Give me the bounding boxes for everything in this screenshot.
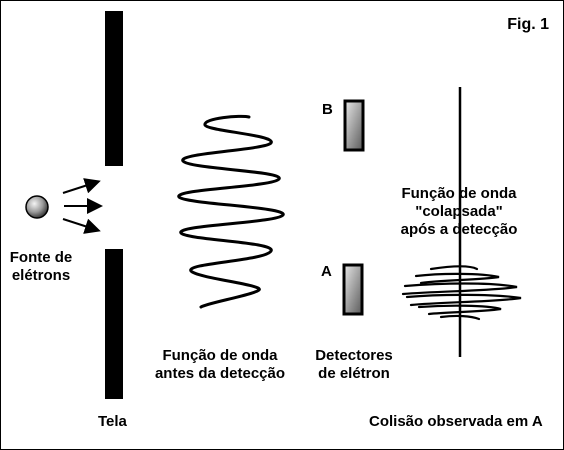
source-label: Fonte de elétrons xyxy=(5,249,77,285)
source-label-line2: elétrons xyxy=(11,267,71,284)
electron-source-ball xyxy=(25,195,49,219)
detectors-label: Detectores de elétron xyxy=(306,347,402,383)
collapsed-wave-packet xyxy=(401,265,522,321)
wave-before-detection xyxy=(177,114,285,309)
detector-a-label: A xyxy=(321,263,332,280)
detector-b-box xyxy=(343,99,365,152)
collapsed-label-line1: Função de onda xyxy=(401,185,517,202)
collapsed-label-line3: após a detecção xyxy=(400,221,518,238)
detectors-label-line1: Detectores xyxy=(315,347,393,364)
screen-lower-slab xyxy=(105,249,123,399)
screen-upper-slab xyxy=(105,11,123,166)
emission-arrows xyxy=(62,178,103,234)
detector-b-label: B xyxy=(322,101,333,118)
wave-before-label-line1: Função de onda xyxy=(162,347,278,364)
wave-before-label: Função de onda antes da detecção xyxy=(139,347,301,383)
collapsed-label-line2: "colapsada" xyxy=(415,203,503,220)
detectors-label-line2: de elétron xyxy=(318,365,390,382)
source-label-line1: Fonte de xyxy=(9,249,73,266)
collapsed-label: Função de onda "colapsada" após a detecç… xyxy=(386,185,532,239)
observation-label: Colisão observada em A xyxy=(369,413,543,430)
detector-a-box xyxy=(342,263,364,316)
figure-label: Fig. 1 xyxy=(507,16,549,33)
wave-before-label-line2: antes da detecção xyxy=(154,365,286,382)
screen-label: Tela xyxy=(98,413,127,430)
